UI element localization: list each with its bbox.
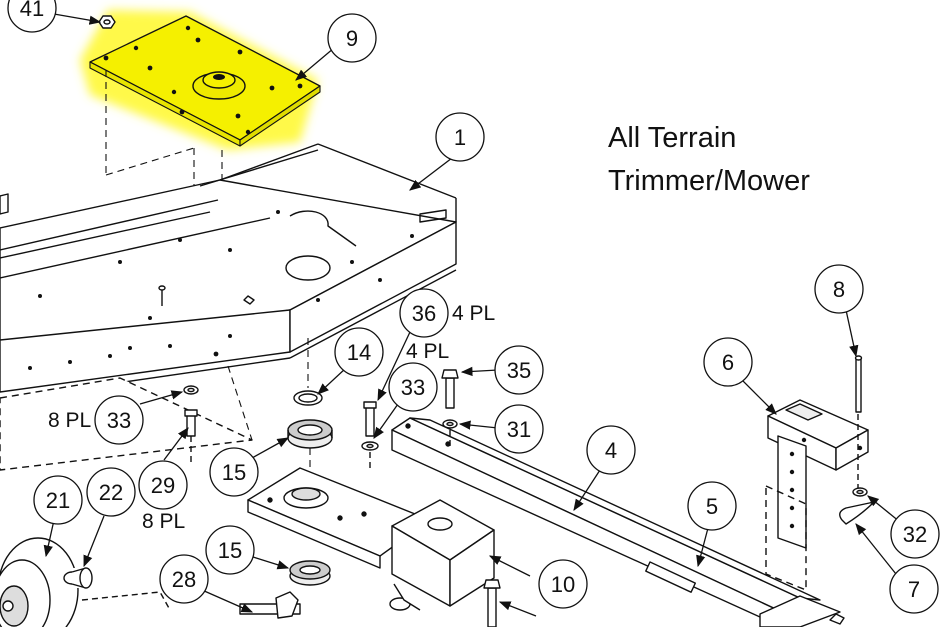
plate-side-edge (239, 85, 321, 147)
qty-note-33-left: 8 PL (48, 409, 91, 432)
quantity-notes: 4 PL 4 PL 8 PL 8 PL (48, 302, 495, 533)
bearing-part-15-upper (287, 419, 333, 449)
spacer-part-22 (63, 567, 93, 589)
callout-41: 41 (20, 0, 44, 21)
bearing-part-15-lower (289, 560, 331, 586)
callout-15-upper: 15 (222, 460, 246, 485)
callout-29: 29 (151, 473, 175, 498)
qty-note-29: 8 PL (142, 510, 185, 533)
bolt-part-36 (363, 401, 377, 437)
hairpin-part-7 (839, 501, 875, 525)
callout-21: 21 (46, 488, 70, 513)
callout-7: 7 (908, 577, 920, 602)
callout-9: 9 (346, 26, 358, 51)
nut-part-41 (98, 15, 116, 29)
callout-14: 14 (347, 340, 371, 365)
diagram-title-line-1: All Terrain (608, 122, 737, 154)
bolt-part-35 (441, 369, 459, 409)
diagram-title-line-2: Trimmer/Mower (608, 165, 810, 197)
receiver-part-6 (767, 399, 869, 549)
shaft-part-28 (239, 591, 301, 619)
lower-bracket-part-10 (247, 467, 495, 611)
callout-15-lower: 15 (218, 538, 242, 563)
callout-balloons (7, 0, 940, 614)
washer-part-33-left (183, 385, 199, 395)
callout-32: 32 (903, 522, 927, 547)
plate-bolt-holes (103, 25, 303, 135)
callout-5: 5 (706, 494, 718, 519)
main-frame-part-1 (0, 143, 457, 471)
callout-6: 6 (722, 350, 734, 375)
callout-35: 35 (507, 358, 531, 383)
washer-part-14 (293, 390, 323, 406)
bolt-lower-right (483, 579, 501, 627)
wheel-part-21 (0, 537, 79, 627)
callout-28: 28 (172, 567, 196, 592)
callout-8: 8 (833, 277, 845, 302)
washer-part-32 (852, 487, 868, 497)
washer-part-33-center (361, 441, 379, 451)
mount-plate-part-9 (80, 10, 321, 150)
callout-33-left: 33 (107, 408, 131, 433)
callout-22: 22 (99, 480, 123, 505)
callout-numbers: 41 9 1 8 6 36 14 33 35 33 31 4 15 29 21 … (20, 0, 927, 602)
washer-part-31 (442, 419, 458, 429)
bolt-part-29 (184, 409, 198, 462)
callout-33-center: 33 (401, 375, 425, 400)
callout-10: 10 (551, 572, 575, 597)
pin-part-8 (854, 355, 863, 413)
frame-holes (28, 210, 414, 370)
tube-end-part-5 (759, 595, 845, 627)
callout-1: 1 (454, 125, 466, 150)
qty-note-36: 4 PL (452, 302, 495, 325)
callout-4: 4 (605, 438, 617, 463)
callout-36: 36 (412, 301, 436, 326)
callout-31: 31 (507, 417, 531, 442)
qty-note-33-center: 4 PL (406, 340, 449, 363)
leader-lines (43, 13, 901, 617)
